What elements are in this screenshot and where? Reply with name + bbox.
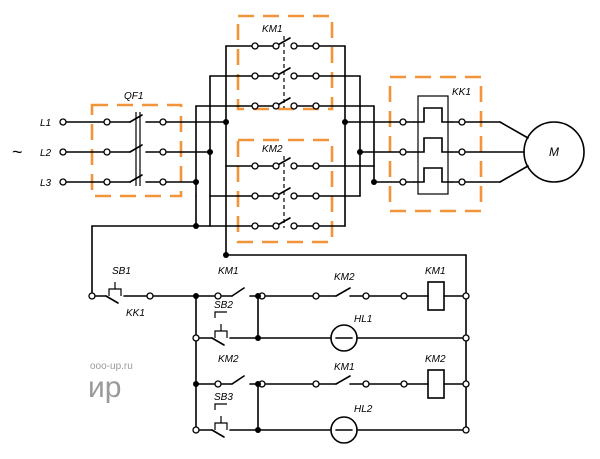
control-terminals xyxy=(88,292,470,434)
label-km2-power: KM2 xyxy=(262,144,283,155)
hl2-lamp xyxy=(330,416,358,444)
km2-outline xyxy=(236,138,334,244)
label-km1-contact-row3: KM1 xyxy=(334,362,355,373)
km1-outline xyxy=(236,14,334,111)
label-km1-coil: KM1 xyxy=(425,266,446,277)
label-km2-contact-row1: KM2 xyxy=(334,272,355,283)
label-km1-power: KM1 xyxy=(262,24,283,35)
junction-dots xyxy=(193,119,377,258)
label-qf1: QF1 xyxy=(124,91,143,102)
watermark-site: ooo-up.ru xyxy=(90,361,133,372)
label-sb1: SB1 xyxy=(112,266,131,277)
label-l3: L3 xyxy=(40,178,52,189)
km1-coil xyxy=(427,281,445,311)
label-motor: M xyxy=(549,145,559,159)
component-group-outlines xyxy=(90,14,483,244)
label-kk1-contact: KK1 xyxy=(126,308,145,319)
kk1-outline xyxy=(388,75,483,213)
label-l2: L2 xyxy=(40,148,52,159)
label-km1-contact-row1: KM1 xyxy=(218,266,239,277)
watermark-logo: ир xyxy=(88,371,121,404)
label-km2-contact-row3: KM2 xyxy=(218,354,239,365)
label-ac-tilde: ~ xyxy=(12,142,23,162)
km2-coil xyxy=(427,369,445,399)
label-km2-coil: KM2 xyxy=(425,354,446,365)
qf1-outline xyxy=(90,103,183,198)
label-kk1-relay: KK1 xyxy=(452,87,471,98)
control-circuit xyxy=(91,281,467,444)
label-l1: L1 xyxy=(40,118,51,129)
power-terminals xyxy=(59,42,466,230)
control-junction-dots xyxy=(193,293,261,433)
label-sb3: SB3 xyxy=(214,392,233,403)
label-sb2: SB2 xyxy=(214,300,233,311)
motor-symbol xyxy=(523,121,585,183)
label-hl2: HL2 xyxy=(354,404,373,415)
label-hl1: HL1 xyxy=(354,314,372,325)
hl1-lamp xyxy=(330,324,358,352)
